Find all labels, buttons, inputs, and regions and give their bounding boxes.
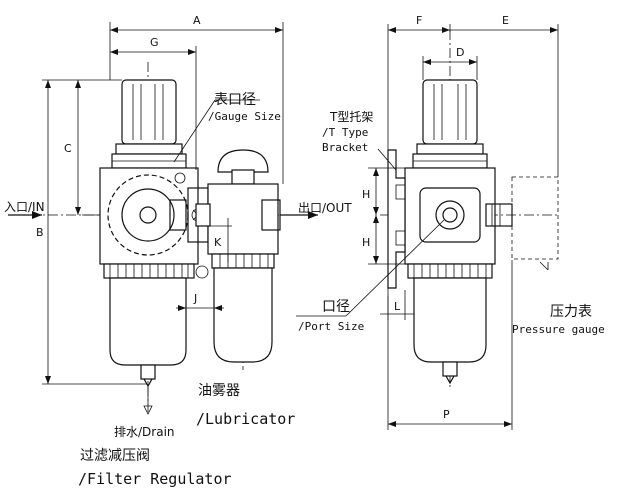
dim-label-H-lower: H xyxy=(362,236,370,249)
dimension-F: F xyxy=(387,14,451,150)
filter-regulator-cn: 过滤减压阀 xyxy=(80,448,150,464)
side-body xyxy=(404,167,513,265)
dim-label-A: A xyxy=(193,14,201,27)
t-bracket-en-2: Bracket xyxy=(322,141,368,154)
lubricator-cn: 油雾器 xyxy=(198,383,240,399)
filter-regulator-body xyxy=(99,167,209,265)
dimension-K: K xyxy=(210,218,232,262)
dimension-A: A xyxy=(109,14,284,184)
dim-label-K: K xyxy=(214,236,222,249)
t-bracket-cn: T型托架 xyxy=(329,110,373,124)
side-bowl xyxy=(407,263,493,385)
drain-label: 排水/Drain xyxy=(114,425,175,439)
dim-label-P: P xyxy=(443,408,450,421)
filter-regulator-en: /Filter Regulator xyxy=(78,470,232,488)
dimension-D: D xyxy=(422,46,478,80)
dim-label-B: B xyxy=(36,226,44,239)
dimension-G: G xyxy=(110,36,197,170)
outlet-label: 出口/OUT xyxy=(298,201,352,215)
dimension-E: E xyxy=(450,14,559,177)
lubricator xyxy=(207,149,281,363)
dimension-L: L xyxy=(380,288,414,320)
port-size-en: /Port Size xyxy=(298,320,364,333)
pressure-gauge-en: Pressure gauge xyxy=(512,323,605,336)
outlet-arrow xyxy=(280,211,318,219)
dim-label-D: D xyxy=(456,46,464,59)
dimension-B: B xyxy=(36,79,150,385)
side-view-assembly: F E D H H xyxy=(296,14,560,430)
regulator-knob xyxy=(111,79,187,169)
dim-label-H-upper: H xyxy=(362,188,370,201)
gauge-size-cn: 表口径 xyxy=(214,92,256,108)
dim-label-E: E xyxy=(502,14,509,27)
filter-bowl xyxy=(103,263,195,415)
dim-label-C: C xyxy=(64,142,72,155)
t-bracket-en-1: /T Type xyxy=(322,126,368,139)
dimension-P: P xyxy=(387,260,513,430)
inlet-arrow xyxy=(8,211,42,219)
port-size-cn: 口径 xyxy=(322,299,350,315)
inlet-label: 入口/IN xyxy=(4,200,45,214)
dim-label-J: J xyxy=(193,292,197,305)
dim-label-L: L xyxy=(394,300,401,313)
side-regulator-knob xyxy=(412,79,488,169)
front-view-assembly: A G B C J xyxy=(8,14,318,415)
pressure-gauge-cn: 压力表 xyxy=(550,304,592,320)
dimension-C: C xyxy=(64,80,100,216)
dim-label-F: F xyxy=(416,14,422,27)
gauge-size-en: /Gauge Size xyxy=(208,110,281,123)
pressure-gauge xyxy=(511,176,559,271)
t-bracket xyxy=(387,149,406,289)
dimension-J: J xyxy=(176,290,224,314)
lubricator-en: /Lubricator xyxy=(196,410,295,428)
dim-label-G: G xyxy=(150,36,159,49)
